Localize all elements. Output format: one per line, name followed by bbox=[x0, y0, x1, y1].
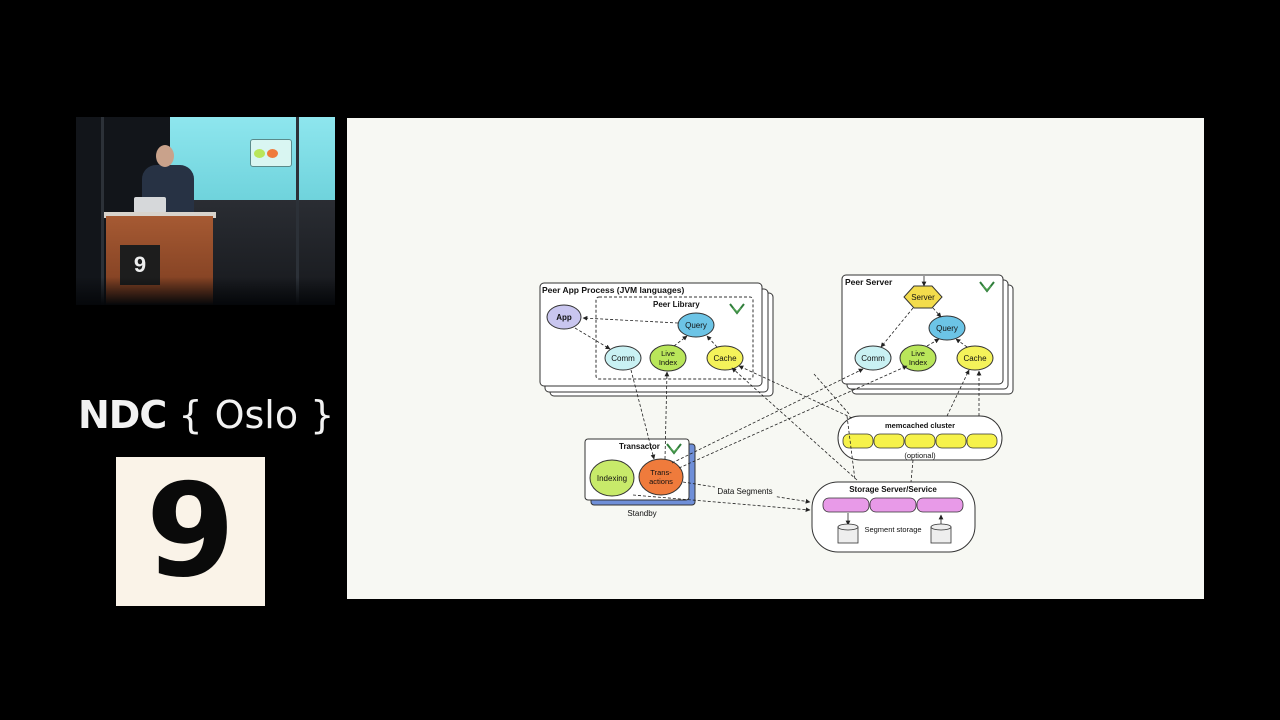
architecture-diagram: Peer App Process (JVM languages) Peer Li… bbox=[539, 274, 1014, 553]
logo-brand: NDC bbox=[78, 393, 167, 437]
server-comm-node bbox=[854, 345, 892, 371]
peer-server-internal-edges bbox=[880, 307, 968, 348]
indexing-label: Indexing bbox=[597, 474, 627, 483]
peer-query-node bbox=[677, 312, 715, 338]
speaker-camera-view: 9 bbox=[76, 117, 335, 305]
memcached-title: memcached cluster bbox=[885, 421, 955, 430]
datomic-logo-icon bbox=[979, 281, 995, 293]
memcached-nodes bbox=[842, 433, 998, 449]
standby-label: Standby bbox=[627, 509, 656, 518]
storage-segments bbox=[822, 497, 964, 513]
server-cache-label: Cache bbox=[963, 354, 987, 363]
server-comm-label: Comm bbox=[861, 354, 885, 363]
server-live-index-label-1: Live bbox=[911, 349, 925, 358]
peer-comm-label: Comm bbox=[611, 354, 635, 363]
server-cache-node bbox=[956, 345, 994, 371]
server-query-label: Query bbox=[936, 324, 958, 333]
peer-live-index-label-1: Live bbox=[661, 349, 675, 358]
datomic-logo-icon bbox=[729, 303, 745, 315]
peer-server-title: Peer Server bbox=[845, 277, 893, 287]
server-node-label: Server bbox=[911, 293, 935, 302]
memcached-optional-label: (optional) bbox=[904, 451, 936, 460]
ndc-logo-text: NDC { Oslo } bbox=[78, 392, 334, 438]
projected-slide-thumbnail bbox=[250, 139, 292, 167]
peer-cache-label: Cache bbox=[713, 354, 737, 363]
segment-storage-label: Segment storage bbox=[864, 525, 921, 534]
indexing-node bbox=[589, 459, 635, 497]
presentation-slide: Peer App Process (JVM languages) Peer Li… bbox=[347, 118, 1204, 599]
server-query-node bbox=[928, 315, 966, 341]
server-live-index-label-2: Index bbox=[909, 358, 928, 367]
peer-live-index-node bbox=[649, 344, 687, 372]
peer-library-title: Peer Library bbox=[653, 300, 700, 309]
cross-component-edges bbox=[630, 365, 982, 513]
server-node bbox=[903, 285, 943, 309]
logo-city: { Oslo } bbox=[178, 393, 335, 437]
storage-service-title: Storage Server/Service bbox=[849, 485, 937, 494]
peer-live-index-label-2: Index bbox=[659, 358, 678, 367]
peer-cache-node bbox=[706, 345, 744, 371]
speaker-head bbox=[156, 145, 174, 167]
datomic-logo-icon bbox=[666, 443, 682, 455]
transactor-title: Transactor bbox=[619, 442, 660, 451]
transactions-label-2: actions bbox=[649, 477, 673, 486]
laptop bbox=[134, 197, 166, 213]
peer-query-label: Query bbox=[685, 321, 707, 330]
app-node bbox=[546, 304, 582, 330]
peer-library-internal-edges bbox=[574, 315, 718, 350]
audience-shadow bbox=[76, 277, 335, 305]
server-live-index-node bbox=[899, 344, 937, 372]
segment-storage-disk-icon bbox=[837, 513, 859, 544]
peer-library-box bbox=[595, 296, 754, 380]
stage-pillar bbox=[296, 117, 299, 305]
transactions-label-1: Trans- bbox=[650, 468, 672, 477]
transactions-node bbox=[638, 458, 684, 496]
app-node-label: App bbox=[556, 313, 572, 322]
data-segments-label: Data Segments bbox=[717, 487, 772, 496]
lectern-top bbox=[104, 212, 216, 218]
room-number-badge: 9 bbox=[116, 457, 265, 606]
data-segments-label-bg bbox=[715, 485, 775, 497]
stage-pillar bbox=[101, 117, 104, 305]
segment-storage-disk-icon bbox=[930, 514, 952, 544]
projection-screen bbox=[170, 117, 335, 200]
peer-app-process-title: Peer App Process (JVM languages) bbox=[542, 285, 685, 295]
peer-comm-node bbox=[604, 345, 642, 371]
